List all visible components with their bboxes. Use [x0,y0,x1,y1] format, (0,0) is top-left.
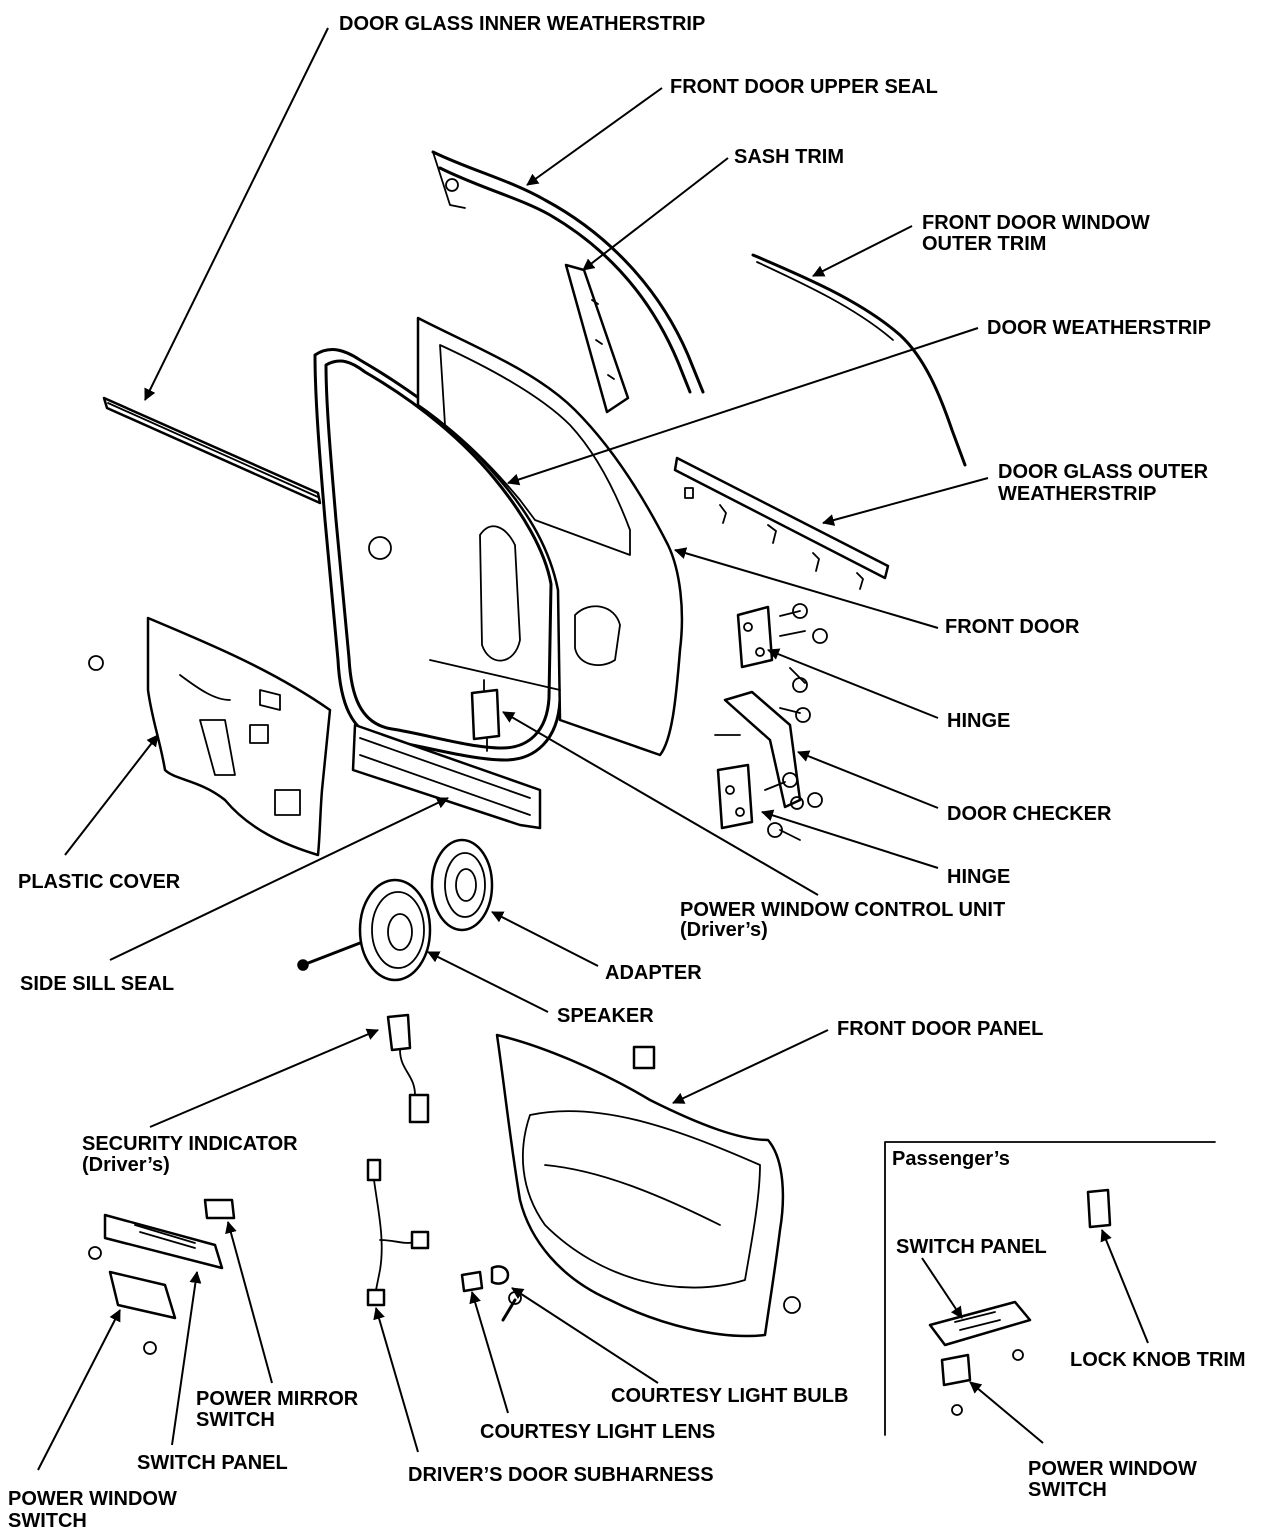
label-door-checker: DOOR CHECKER [947,803,1112,825]
label-power-window-switch-driver-line2: SWITCH [8,1510,87,1532]
front-door-window-outer-trim-part [751,253,967,467]
leader-door-checker [797,750,939,809]
label-speaker: SPEAKER [557,1005,654,1027]
label-security-indicator-line1: SECURITY INDICATOR [82,1133,298,1155]
leader-security-indicator [149,1028,379,1128]
sash-trim-part [564,263,630,414]
leader-front-door-upper-seal [526,87,663,186]
drivers-door-subharness-part [366,1158,430,1307]
label-door-glass-inner-weatherstrip: DOOR GLASS INNER WEATHERSTRIP [339,13,705,35]
label-sash-trim: SASH TRIM [734,146,844,168]
label-front-door-window-outer-trim-line2: OUTER TRIM [922,233,1046,255]
label-door-glass-outer-weatherstrip-line1: DOOR GLASS OUTER [998,461,1209,483]
label-hinge-upper: HINGE [947,710,1010,732]
leader-power-window-control-unit [502,711,819,896]
leader-drivers-door-subharness [373,1307,419,1453]
front-door-upper-seal-part [431,150,705,394]
leader-courtesy-light-bulb [511,1287,659,1384]
label-power-window-control-unit-line2: (Driver’s) [680,919,768,941]
leader-speaker [427,951,549,1013]
hinge-upper-part [736,603,828,693]
label-hinge-lower: HINGE [947,866,1010,888]
front-door-panel-part [495,1033,801,1338]
label-passengers: Passenger’s [892,1148,1010,1170]
leader-sash-trim [582,157,729,271]
label-front-door-upper-seal: FRONT DOOR UPPER SEAL [670,76,938,98]
label-adapter: ADAPTER [605,962,702,984]
label-power-window-switch-driver-line1: POWER WINDOW [8,1488,177,1510]
driver-switch-assembly-part [88,1198,236,1355]
leader-side-sill-seal [109,797,449,961]
label-front-door-panel: FRONT DOOR PANEL [837,1018,1043,1040]
leader-power-window-switch-passenger [969,1381,1044,1444]
label-security-indicator-line2: (Driver’s) [82,1154,170,1176]
label-courtesy-light-lens: COURTESY LIGHT LENS [480,1421,715,1443]
label-side-sill-seal: SIDE SILL SEAL [20,973,174,995]
label-door-glass-outer-weatherstrip-line2: WEATHERSTRIP [998,483,1157,505]
label-power-mirror-switch-line1: POWER MIRROR [196,1388,359,1410]
door-glass-inner-weatherstrip-part [102,396,322,505]
leader-door-glass-inner-weatherstrip [144,27,329,401]
label-lock-knob-trim: LOCK KNOB TRIM [1070,1349,1246,1371]
label-door-weatherstrip: DOOR WEATHERSTRIP [987,317,1211,339]
leader-lines [37,27,1149,1471]
label-courtesy-light-bulb: COURTESY LIGHT BULB [611,1385,848,1407]
leader-front-door-panel [672,1029,829,1104]
courtesy-light-part [460,1265,522,1322]
label-front-door-window-outer-trim-line1: FRONT DOOR WINDOW [922,212,1150,234]
door-glass-outer-weatherstrip-part [673,456,890,590]
front-door-shell-part [416,316,684,757]
leader-power-mirror-switch [225,1221,273,1384]
passenger-switch-parts [928,1188,1112,1416]
security-indicator-part [386,1013,430,1124]
leader-power-window-switch-driver [37,1309,121,1471]
label-switch-panel-passenger: SWITCH PANEL [896,1236,1047,1258]
label-front-door: FRONT DOOR [945,616,1080,638]
leader-door-glass-outer-weatherstrip [822,477,989,526]
leader-door-weatherstrip [507,327,979,486]
leader-courtesy-light-lens [469,1291,509,1414]
leader-front-door-window-outer-trim [812,225,913,277]
leader-plastic-cover [64,734,159,856]
door-checker-part [714,690,811,810]
leader-hinge-upper [767,648,939,719]
label-switch-panel-driver: SWITCH PANEL [137,1452,288,1474]
plastic-cover-part [88,616,332,857]
adapter-part [430,838,494,932]
label-power-window-switch-passenger-line1: POWER WINDOW [1028,1458,1197,1480]
labels: DOOR GLASS INNER WEATHERSTRIP FRONT DOOR… [8,13,1246,1532]
leader-hinge-lower [761,809,939,869]
leader-switch-panel-passenger [921,1257,963,1319]
leader-adapter [491,911,599,967]
side-sill-seal-part [351,723,542,830]
speaker-part [297,878,432,982]
leader-lock-knob-trim [1100,1229,1149,1344]
passenger-inset-box [884,1141,1216,1436]
label-plastic-cover: PLASTIC COVER [18,871,181,893]
label-power-window-switch-passenger-line2: SWITCH [1028,1479,1107,1501]
label-drivers-door-subharness: DRIVER’S DOOR SUBHARNESS [408,1464,714,1486]
label-power-window-control-unit-line1: POWER WINDOW CONTROL UNIT [680,899,1005,921]
power-window-control-unit-part [470,679,501,752]
leader-switch-panel-driver [171,1271,202,1446]
hinge-lower-part [716,763,823,841]
leader-front-door [674,547,939,629]
label-power-mirror-switch-line2: SWITCH [196,1409,275,1431]
